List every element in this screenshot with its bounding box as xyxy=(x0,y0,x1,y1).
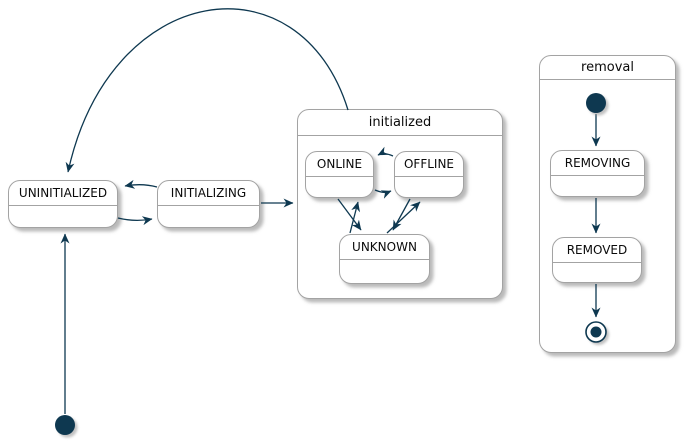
state-removed-label: REMOVED xyxy=(553,238,641,263)
state-removing-label: REMOVING xyxy=(551,151,644,176)
state-uninitialized: UNINITIALIZED xyxy=(8,180,118,228)
transition-uninitialized-to-initializing xyxy=(117,216,153,226)
state-offline: OFFLINE xyxy=(394,151,464,198)
composite-state-initialized-title: initialized xyxy=(298,110,502,136)
state-online: ONLINE xyxy=(305,151,374,198)
state-uninitialized-body xyxy=(9,206,117,252)
state-initializing: INITIALIZING xyxy=(157,180,260,228)
composite-state-removal: removal xyxy=(539,55,676,353)
state-online-body xyxy=(306,177,373,222)
state-removing: REMOVING xyxy=(550,150,645,197)
state-unknown-label: UNKNOWN xyxy=(340,235,429,260)
state-removing-body xyxy=(551,176,644,221)
state-initializing-body xyxy=(158,206,259,252)
state-initializing-label: INITIALIZING xyxy=(158,181,259,206)
state-unknown: UNKNOWN xyxy=(339,234,430,284)
transition-initializing-to-uninitialized xyxy=(124,179,158,189)
state-removed-body xyxy=(553,263,641,307)
initial-state-shadow xyxy=(57,417,78,438)
state-online-label: ONLINE xyxy=(306,152,373,177)
state-unknown-body xyxy=(340,260,429,308)
composite-state-removal-title: removal xyxy=(540,56,675,80)
state-offline-label: OFFLINE xyxy=(395,152,463,177)
state-uninitialized-label: UNINITIALIZED xyxy=(9,181,117,206)
state-offline-body xyxy=(395,177,463,222)
initial-state-dot xyxy=(55,415,75,435)
state-removed: REMOVED xyxy=(552,237,642,283)
